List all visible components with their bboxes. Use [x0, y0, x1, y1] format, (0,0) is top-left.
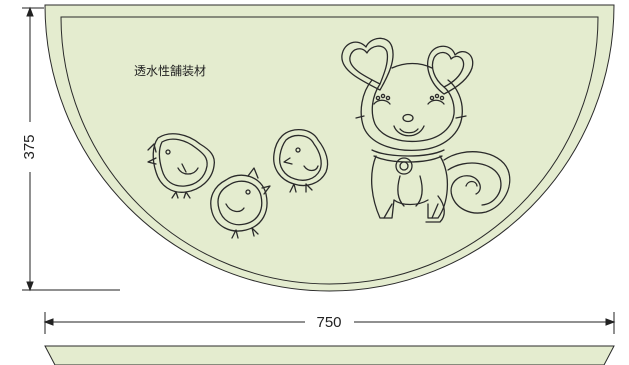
height-dimension-value: 375 — [21, 134, 38, 159]
width-dimension-value: 750 — [316, 314, 341, 331]
height-dimension — [22, 6, 120, 292]
chick-figure-middle — [210, 167, 271, 239]
chick-figure-right — [273, 129, 329, 193]
chick-figure-left — [147, 133, 216, 199]
width-dimension — [43, 312, 616, 334]
dog-tail — [443, 151, 511, 214]
dog-left-ear-icon — [341, 37, 394, 91]
material-label: 透水性舗装材 — [134, 64, 206, 78]
height-arrow-bottom-icon — [26, 281, 34, 292]
width-arrow-right-icon — [605, 318, 616, 326]
width-arrow-left-icon — [43, 318, 54, 326]
panel-inner-outline — [60, 16, 599, 285]
dog-figure — [341, 37, 511, 223]
main-panel — [44, 4, 615, 292]
height-arrow-top-icon — [26, 6, 34, 17]
panel-outer-outline — [44, 4, 615, 292]
side-view-strip — [44, 345, 615, 365]
